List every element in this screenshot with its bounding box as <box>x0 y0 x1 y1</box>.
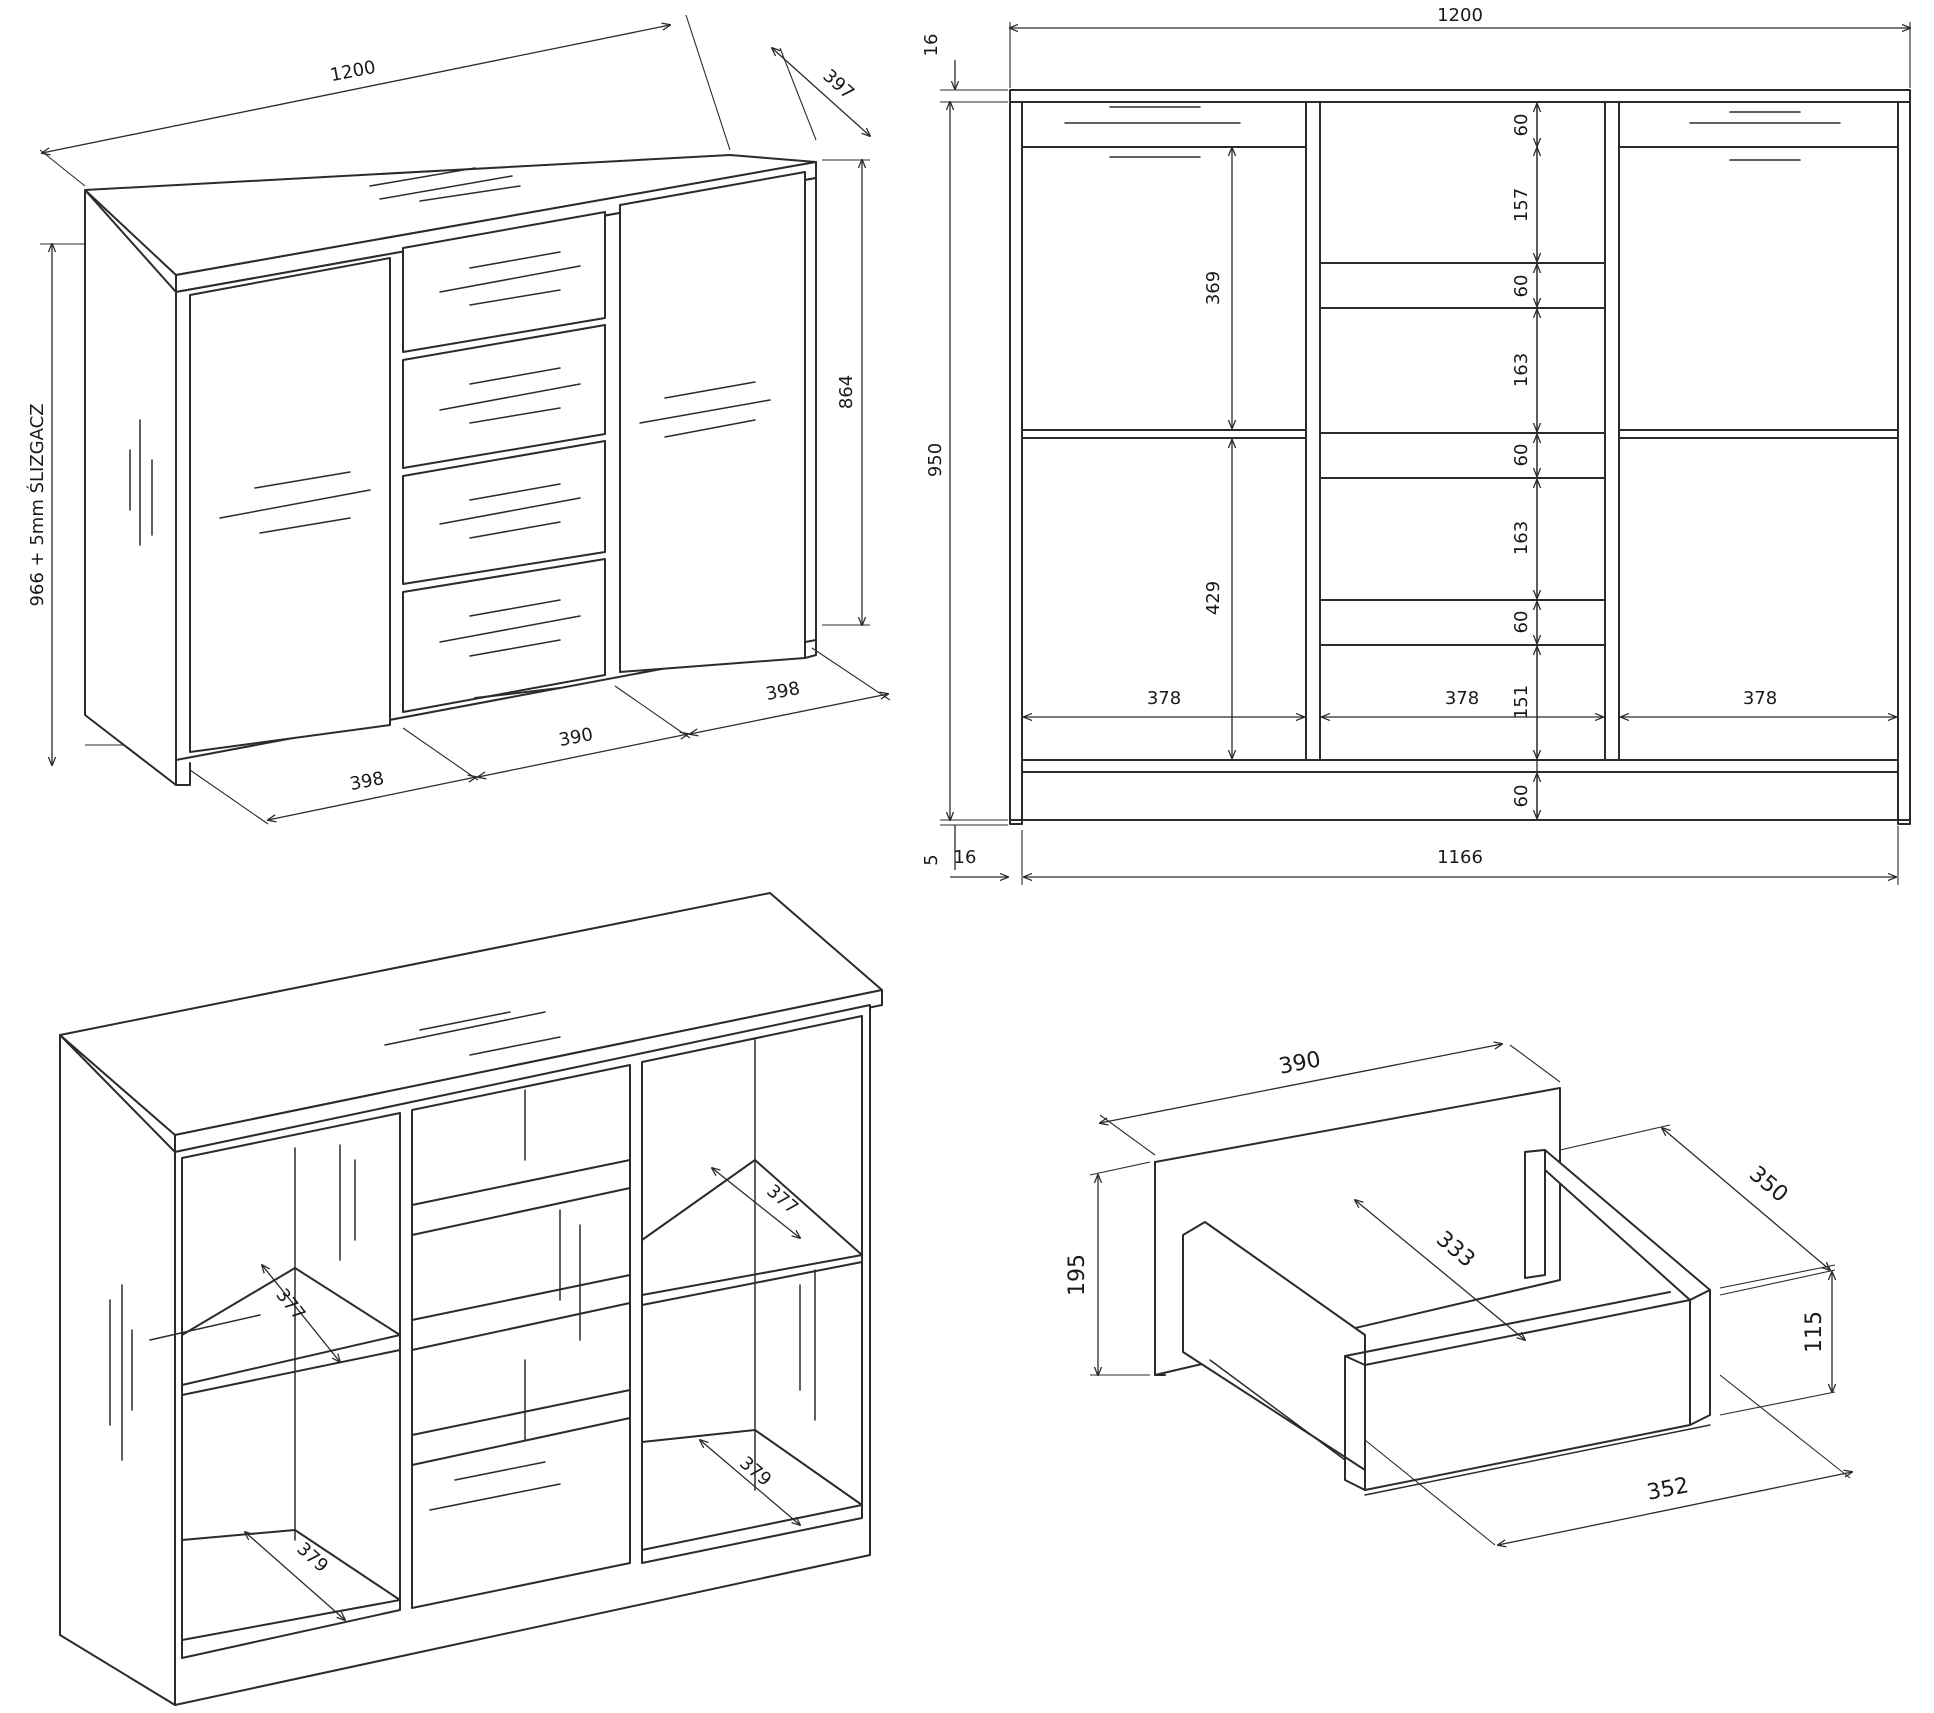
col-left-label: 378 <box>1147 688 1181 709</box>
drawer-1 <box>402 211 606 353</box>
reflection-lines <box>129 167 771 657</box>
drawer-2 <box>402 324 606 469</box>
glide-label: 5 <box>921 854 942 865</box>
side-thickness-label: 16 <box>954 847 977 868</box>
iso-drawers-label: 390 <box>557 724 595 751</box>
iso-right-door-label: 398 <box>764 678 802 705</box>
left-shelf <box>1021 429 1307 439</box>
plinth-label: 60 <box>1511 785 1532 808</box>
open-view-marks <box>109 1011 816 1511</box>
drawer-inner-width-label: 352 <box>1645 1473 1691 1506</box>
front-height-label: 950 <box>925 443 946 477</box>
open-front-frame <box>174 1004 871 1706</box>
iso-body-height-label: 864 <box>836 375 857 409</box>
open-side <box>59 1034 176 1706</box>
front-body <box>1009 101 1911 821</box>
gap-label-3: 163 <box>1511 521 1532 555</box>
front-view: 1200 16 950 5 1166 16 369 429 <box>921 5 1911 885</box>
drawer-rails <box>1319 262 1606 646</box>
col-mid-label: 378 <box>1445 688 1479 709</box>
lower-compartment-label: 429 <box>1203 581 1224 615</box>
handle-marks <box>1064 106 1841 161</box>
iso-depth-label: 397 <box>819 65 859 104</box>
gap-label-2: 163 <box>1511 353 1532 387</box>
rail-label-4: 60 <box>1511 611 1532 634</box>
right-bottom-shelf <box>641 1429 863 1551</box>
drawer-4 <box>402 558 606 713</box>
front-width-label: 1200 <box>1437 5 1483 26</box>
open-top-edge <box>174 989 883 1153</box>
gap-label-4: 151 <box>1511 685 1532 719</box>
drawer-right-side-face <box>1689 1289 1711 1426</box>
iso-left-door-label: 398 <box>348 768 386 795</box>
drawer-front-height-label: 195 <box>1065 1254 1090 1296</box>
gap-label-1: 157 <box>1511 188 1532 222</box>
front-top <box>1009 89 1911 103</box>
rail-label-2: 60 <box>1511 275 1532 298</box>
col-right-label: 378 <box>1743 688 1777 709</box>
right-top-rail <box>1618 101 1899 148</box>
top-thickness-label: 16 <box>921 34 942 57</box>
left-top-shelf <box>181 1267 401 1386</box>
right-shelf <box>1618 429 1899 439</box>
open-left-bay <box>181 1112 401 1659</box>
drawer-depth-label: 350 <box>1744 1162 1792 1208</box>
isometric-open-view: 377 377 379 379 <box>59 892 883 1706</box>
upper-compartment-label: 369 <box>1203 271 1224 305</box>
inner-width-label: 1166 <box>1437 847 1483 868</box>
rail-label-3: 60 <box>1511 444 1532 467</box>
isometric-front-view: 1200 397 966 + 5mm ŚLIZGACZ 864 398 390 … <box>26 14 891 825</box>
drawer-detail-view: 390 195 350 333 115 352 <box>1065 1044 1852 1545</box>
left-top-rail <box>1021 101 1307 148</box>
drawer-front-width-label: 390 <box>1277 1047 1323 1080</box>
open-right-bay <box>641 1015 863 1564</box>
iso-total-height-label: 966 + 5mm ŚLIZGACZ <box>26 403 48 606</box>
iso-width-label: 1200 <box>328 57 377 86</box>
rail-label-1: 60 <box>1511 114 1532 137</box>
drawer-back <box>1524 1149 1546 1279</box>
drawer-side-height-label: 115 <box>1802 1311 1827 1353</box>
right-door <box>619 171 806 673</box>
